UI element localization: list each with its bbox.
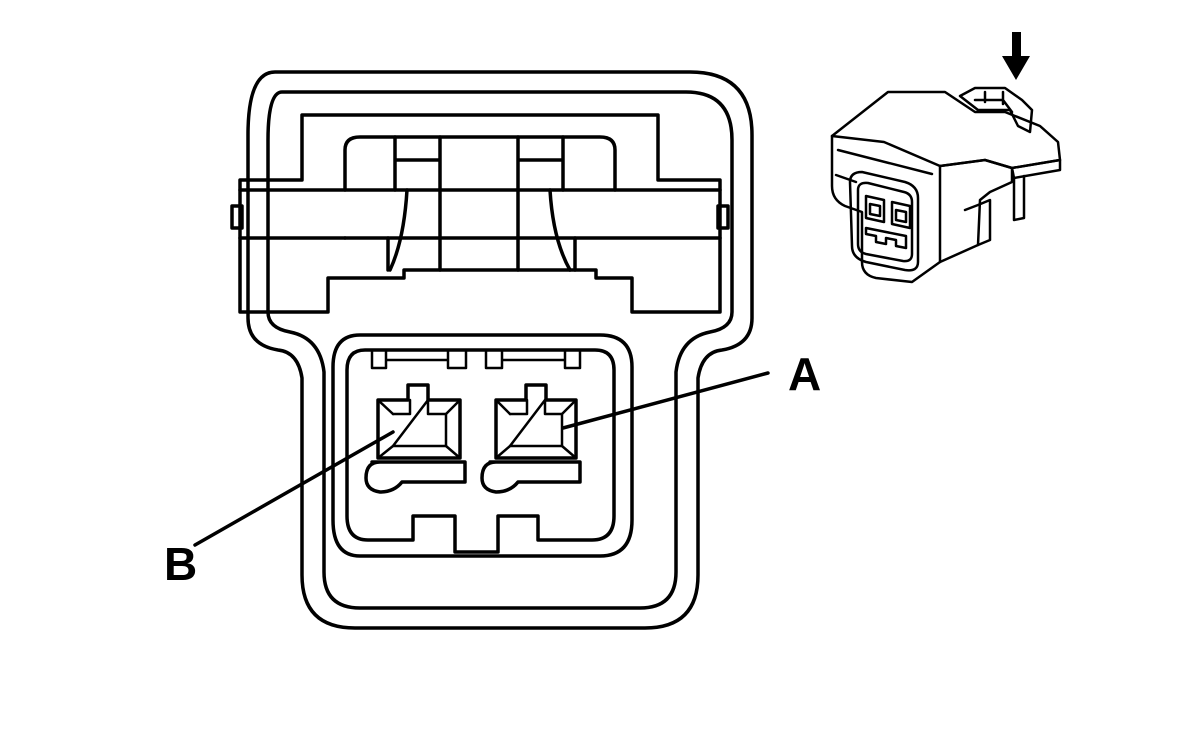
latch-left-nub (230, 204, 244, 230)
label-pin-b: B (164, 538, 197, 590)
connector-inner-outline (266, 90, 734, 610)
latch-raised-block (343, 135, 617, 192)
latch-left-post (388, 135, 442, 272)
cavity-guide-left (370, 348, 468, 370)
down-arrow-icon (1002, 32, 1030, 80)
terminal-cavity-outer (331, 333, 634, 558)
leader-line-a (561, 371, 770, 430)
terminal-b (364, 383, 467, 494)
connector-isometric-view (830, 32, 1062, 284)
connector-face-view (193, 70, 770, 630)
latch-housing (238, 113, 722, 314)
connector-outer-outline (246, 70, 754, 630)
label-pin-a: A (788, 348, 821, 400)
leader-line-b (193, 430, 395, 547)
latch-right-post (516, 135, 572, 272)
cavity-guide-right (484, 348, 582, 370)
latch-bottom-tab (343, 236, 577, 272)
terminal-cavity-inner (345, 348, 616, 554)
latch-right-nub (716, 204, 730, 230)
terminal-a (480, 383, 582, 494)
